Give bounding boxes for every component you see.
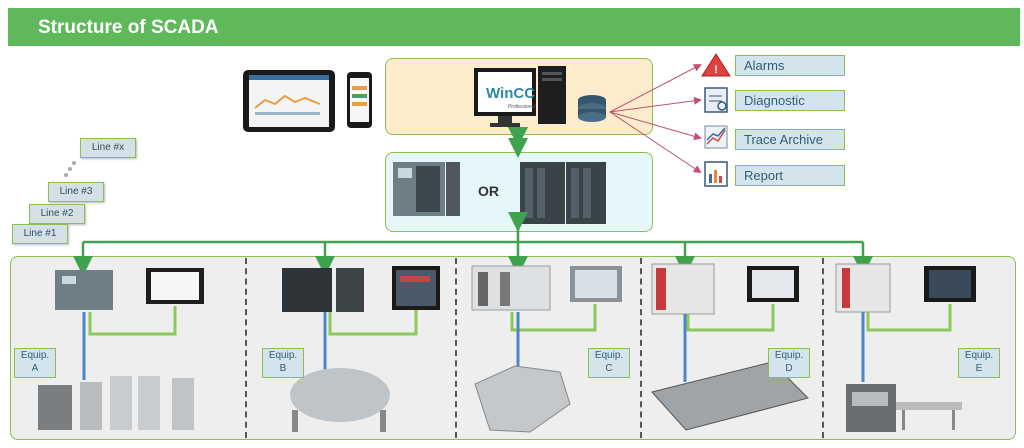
section-divider: [245, 258, 247, 438]
equipment-label: Equip.: [268, 350, 298, 361]
hmi-d-icon: [747, 266, 799, 302]
equipment-a-icon: [38, 376, 194, 430]
or-label: OR: [478, 183, 499, 199]
database-icon: [578, 95, 606, 122]
output-diagnostic[interactable]: Diagnostic: [735, 90, 845, 111]
compact-plc-icon: [393, 162, 460, 216]
section-divider: [822, 258, 824, 438]
section-divider: [640, 258, 642, 438]
rack-plc-icon: [520, 162, 606, 224]
plc-e-icon: [835, 263, 891, 313]
equipment-tag-c[interactable]: Equip. C: [588, 348, 630, 378]
section-divider: [455, 258, 457, 438]
output-trace-archive[interactable]: Trace Archive: [735, 129, 845, 150]
diagnostic-icon: [704, 87, 728, 113]
line-tag-1[interactable]: Line #1: [12, 224, 68, 244]
equipment-id: C: [605, 363, 613, 374]
equipment-id: D: [785, 363, 793, 374]
output-report[interactable]: Report: [735, 165, 845, 186]
line-tag-2[interactable]: Line #2: [29, 204, 85, 224]
equipment-b-icon: [290, 368, 390, 432]
plc-a-icon: [55, 270, 113, 310]
alarm-icon: !: [701, 53, 731, 77]
wincc-sub: Professional: [508, 104, 536, 110]
page-title: Structure of SCADA: [38, 17, 219, 38]
header-banner: Structure of SCADA: [8, 8, 1020, 46]
computer-icon: [474, 66, 566, 127]
tablet-icon: [243, 70, 335, 132]
equipment-e-icon: [846, 384, 962, 432]
hmi-b-icon: [392, 266, 440, 310]
equipment-tag-a[interactable]: Equip. A: [14, 348, 56, 378]
equipment-tag-d[interactable]: Equip. D: [768, 348, 810, 378]
equipment-id: A: [31, 363, 39, 374]
equipment-d-icon: [651, 361, 809, 431]
plc-b-icon: [282, 268, 364, 312]
hmi-e-icon: [924, 266, 976, 302]
phone-icon: [347, 72, 372, 128]
equipment-tag-b[interactable]: Equip. B: [262, 348, 304, 378]
output-alarms[interactable]: Alarms: [735, 55, 845, 76]
equipment-label: Equip.: [964, 350, 994, 361]
wincc-logo: WinCC: [486, 85, 535, 102]
equipment-label: Equip.: [774, 350, 804, 361]
equipment-c-icon: [474, 365, 571, 433]
equipment-id: B: [279, 363, 287, 374]
equipment-tag-e[interactable]: Equip. E: [958, 348, 1000, 378]
hmi-a-icon: [146, 268, 204, 304]
line-tag-x[interactable]: Line #x: [80, 138, 136, 158]
trace-icon: [704, 125, 728, 149]
hmi-c-icon: [570, 266, 622, 302]
plc-d-icon: [651, 263, 715, 315]
equipment-label: Equip.: [594, 350, 624, 361]
line-tag-3[interactable]: Line #3: [48, 182, 104, 202]
svg-text:!: !: [714, 64, 718, 76]
plc-c-icon: [471, 265, 551, 311]
equipment-label: Equip.: [20, 350, 50, 361]
equipment-id: E: [975, 363, 983, 374]
report-icon: [704, 161, 728, 187]
